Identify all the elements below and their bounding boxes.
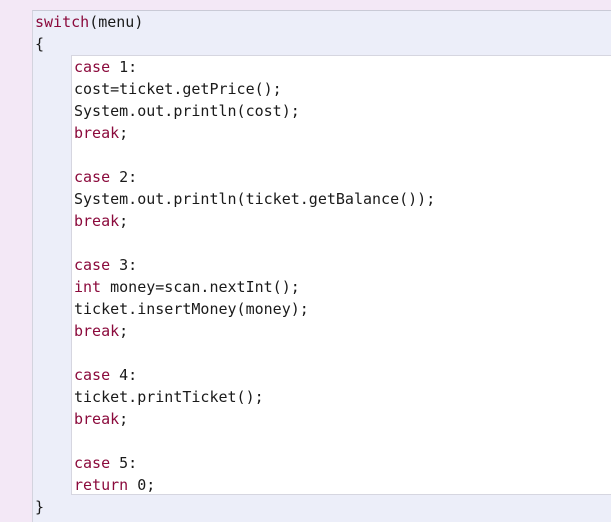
break-keyword: break bbox=[74, 124, 120, 142]
case-label: 2: bbox=[110, 168, 138, 186]
case-3-line: case 3: bbox=[74, 254, 137, 276]
case-keyword: case bbox=[74, 454, 111, 472]
int-keyword: int bbox=[74, 278, 102, 296]
code-line-print-balance: System.out.println(ticket.getBalance()); bbox=[74, 190, 436, 208]
money-declaration: money=scan.nextInt(); bbox=[101, 278, 300, 296]
case-2-line: case 2: bbox=[74, 166, 137, 188]
break-keyword: break bbox=[74, 212, 120, 230]
return-keyword: return bbox=[74, 476, 129, 494]
break-line: break; bbox=[74, 210, 128, 232]
code-line-cost-assignment: cost=ticket.getPrice(); bbox=[74, 80, 282, 98]
break-keyword: break bbox=[74, 410, 120, 428]
case-keyword: case bbox=[74, 256, 111, 274]
return-line: return 0; bbox=[74, 474, 155, 496]
case-5-line: case 5: bbox=[74, 452, 137, 474]
case-label: 1: bbox=[110, 58, 138, 76]
return-value: 0; bbox=[128, 476, 156, 494]
code-line-print-cost: System.out.println(cost); bbox=[74, 102, 300, 120]
switch-body-block bbox=[71, 55, 611, 495]
case-label: 5: bbox=[110, 454, 138, 472]
case-keyword: case bbox=[74, 58, 111, 76]
break-keyword: break bbox=[74, 322, 120, 340]
break-line: break; bbox=[74, 320, 128, 342]
code-line-insert-money: ticket.insertMoney(money); bbox=[74, 300, 309, 318]
semicolon: ; bbox=[119, 124, 129, 142]
open-brace: { bbox=[35, 35, 45, 53]
code-line-print-ticket: ticket.printTicket(); bbox=[74, 388, 264, 406]
case-keyword: case bbox=[74, 366, 111, 384]
code-line-read-money: int money=scan.nextInt(); bbox=[74, 276, 300, 298]
switch-keyword: switch bbox=[35, 13, 90, 31]
semicolon: ; bbox=[119, 212, 129, 230]
case-label: 3: bbox=[110, 256, 138, 274]
break-line: break; bbox=[74, 122, 128, 144]
break-line: break; bbox=[74, 408, 128, 430]
semicolon: ; bbox=[119, 322, 129, 340]
case-keyword: case bbox=[74, 168, 111, 186]
semicolon: ; bbox=[119, 410, 129, 428]
switch-expression: (menu) bbox=[89, 13, 144, 31]
case-1-line: case 1: bbox=[74, 56, 137, 78]
case-label: 4: bbox=[110, 366, 138, 384]
case-4-line: case 4: bbox=[74, 364, 137, 386]
close-brace: } bbox=[35, 498, 45, 516]
switch-statement-line: switch(menu) bbox=[35, 11, 143, 33]
